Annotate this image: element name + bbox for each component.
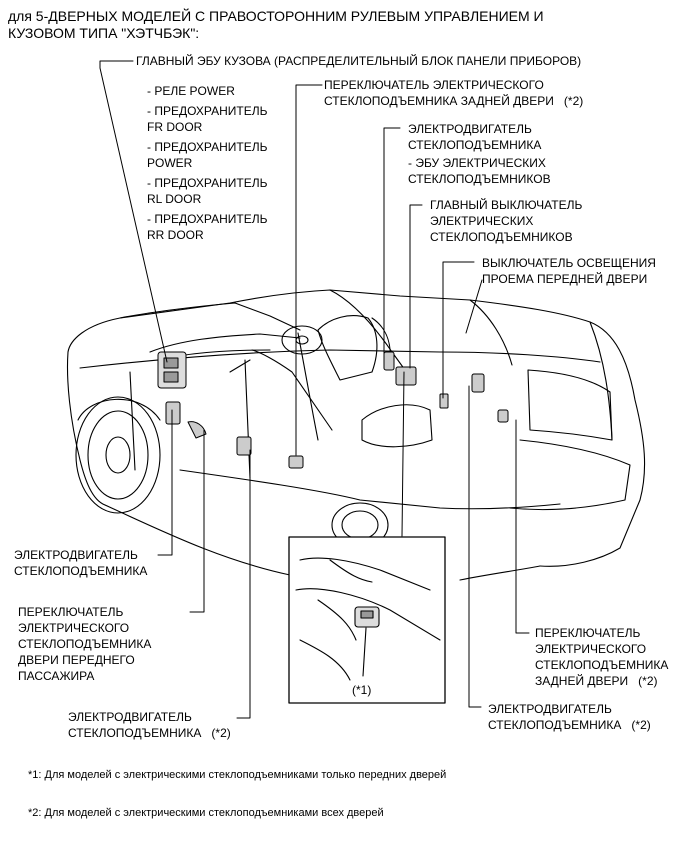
label-courtesy-switch: ВЫКЛЮЧАТЕЛЬ ОСВЕЩЕНИЯ [482,256,656,270]
label-motor-ecu: СТЕКЛОПОДЪЕМНИКА [408,138,542,152]
inset-mark: (*1) [352,683,372,697]
label-rear-right-motor: ЭЛЕКТРОДВИГАТЕЛЬ [488,702,612,716]
label-ecu-item: RR DOOR [147,228,204,242]
inset-detail [288,536,446,704]
label-master-switch: СТЕКЛОПОДЪЕМНИКОВ [430,230,573,244]
label-passenger-switch: СТЕКЛОПОДЪЕМНИКА [18,637,152,651]
interior [149,315,433,448]
label-rear-right-motor: СТЕКЛОПОДЪЕМНИКА (*2) [488,718,651,732]
label-ecu-item: RL DOOR [147,192,202,206]
footnote-2: *2: Для моделей с электрическими стеклоп… [28,807,384,819]
label-master-switch: ЭЛЕКТРИЧЕСКИХ [430,214,534,228]
label-rear-door-switch-right: ПЕРЕКЛЮЧАТЕЛЬ [535,626,641,640]
label-motor-ecu: ЭЛЕКТРОДВИГАТЕЛЬ [408,122,532,136]
label-rear-door-switch-right: ЭЛЕКТРИЧЕСКОГО [535,642,647,656]
label-motor-ecu: - ЭБУ ЭЛЕКТРИЧЕСКИХ [408,156,546,170]
label-ecu-item: - ПРЕДОХРАНИТЕЛЬ [147,104,268,118]
label-ecu-item: - РЕЛЕ POWER [147,84,235,98]
page-title-line2: КУЗОВОМ ТИПА "ХЭТЧБЭК": [8,25,200,41]
label-rear-left-motor: ЭЛЕКТРОДВИГАТЕЛЬ [68,710,192,724]
label-rear-door-switch-top: ПЕРЕКЛЮЧАТЕЛЬ ЭЛЕКТРИЧЕСКОГО [324,78,544,92]
leader-lines [99,60,530,719]
component-markers [157,351,509,469]
label-main-body-ecu: ГЛАВНЫЙ ЭБУ КУЗОВА (РАСПРЕДЕЛИТЕЛЬНЫЙ БЛ… [136,54,582,68]
label-passenger-switch: ДВЕРИ ПЕРЕДНЕГО [18,653,135,667]
label-ecu-item: - ПРЕДОХРАНИТЕЛЬ [147,140,268,154]
label-ecu-item: - ПРЕДОХРАНИТЕЛЬ [147,212,268,226]
label-ecu-item: FR DOOR [147,120,203,134]
label-courtesy-switch: ПРОЕМА ПЕРЕДНЕЙ ДВЕРИ [482,272,648,286]
label-rear-door-switch-top: СТЕКЛОПОДЪЕМНИКА ЗАДНЕЙ ДВЕРИ (*2) [324,94,584,108]
label-front-motor: ЭЛЕКТРОДВИГАТЕЛЬ [14,548,138,562]
footnote-1: *1: Для моделей с электрическими стеклоп… [28,769,447,781]
label-rear-door-switch-right: СТЕКЛОПОДЪЕМНИКА [535,658,669,672]
page-title-line1: для 5-ДВЕРНЫХ МОДЕЛЕЙ С ПРАВОСТОРОННИМ Р… [8,8,544,24]
label-rear-left-motor: СТЕКЛОПОДЪЕМНИКА (*2) [68,726,231,740]
label-ecu-item: POWER [147,156,193,170]
label-front-motor: СТЕКЛОПОДЪЕМНИКА [14,564,148,578]
label-passenger-switch: ПЕРЕКЛЮЧАТЕЛЬ [18,605,124,619]
label-passenger-switch: ЭЛЕКТРИЧЕСКОГО [18,621,130,635]
label-master-switch: ГЛАВНЫЙ ВЫКЛЮЧАТЕЛЬ [430,198,583,212]
label-rear-door-switch-right: ЗАДНЕЙ ДВЕРИ (*2) [535,674,658,688]
label-ecu-item: - ПРЕДОХРАНИТЕЛЬ [147,176,268,190]
label-passenger-switch: ПАССАЖИРА [18,669,95,683]
label-motor-ecu: СТЕКЛОПОДЪЕМНИКОВ [408,172,551,186]
wheels [75,396,389,548]
